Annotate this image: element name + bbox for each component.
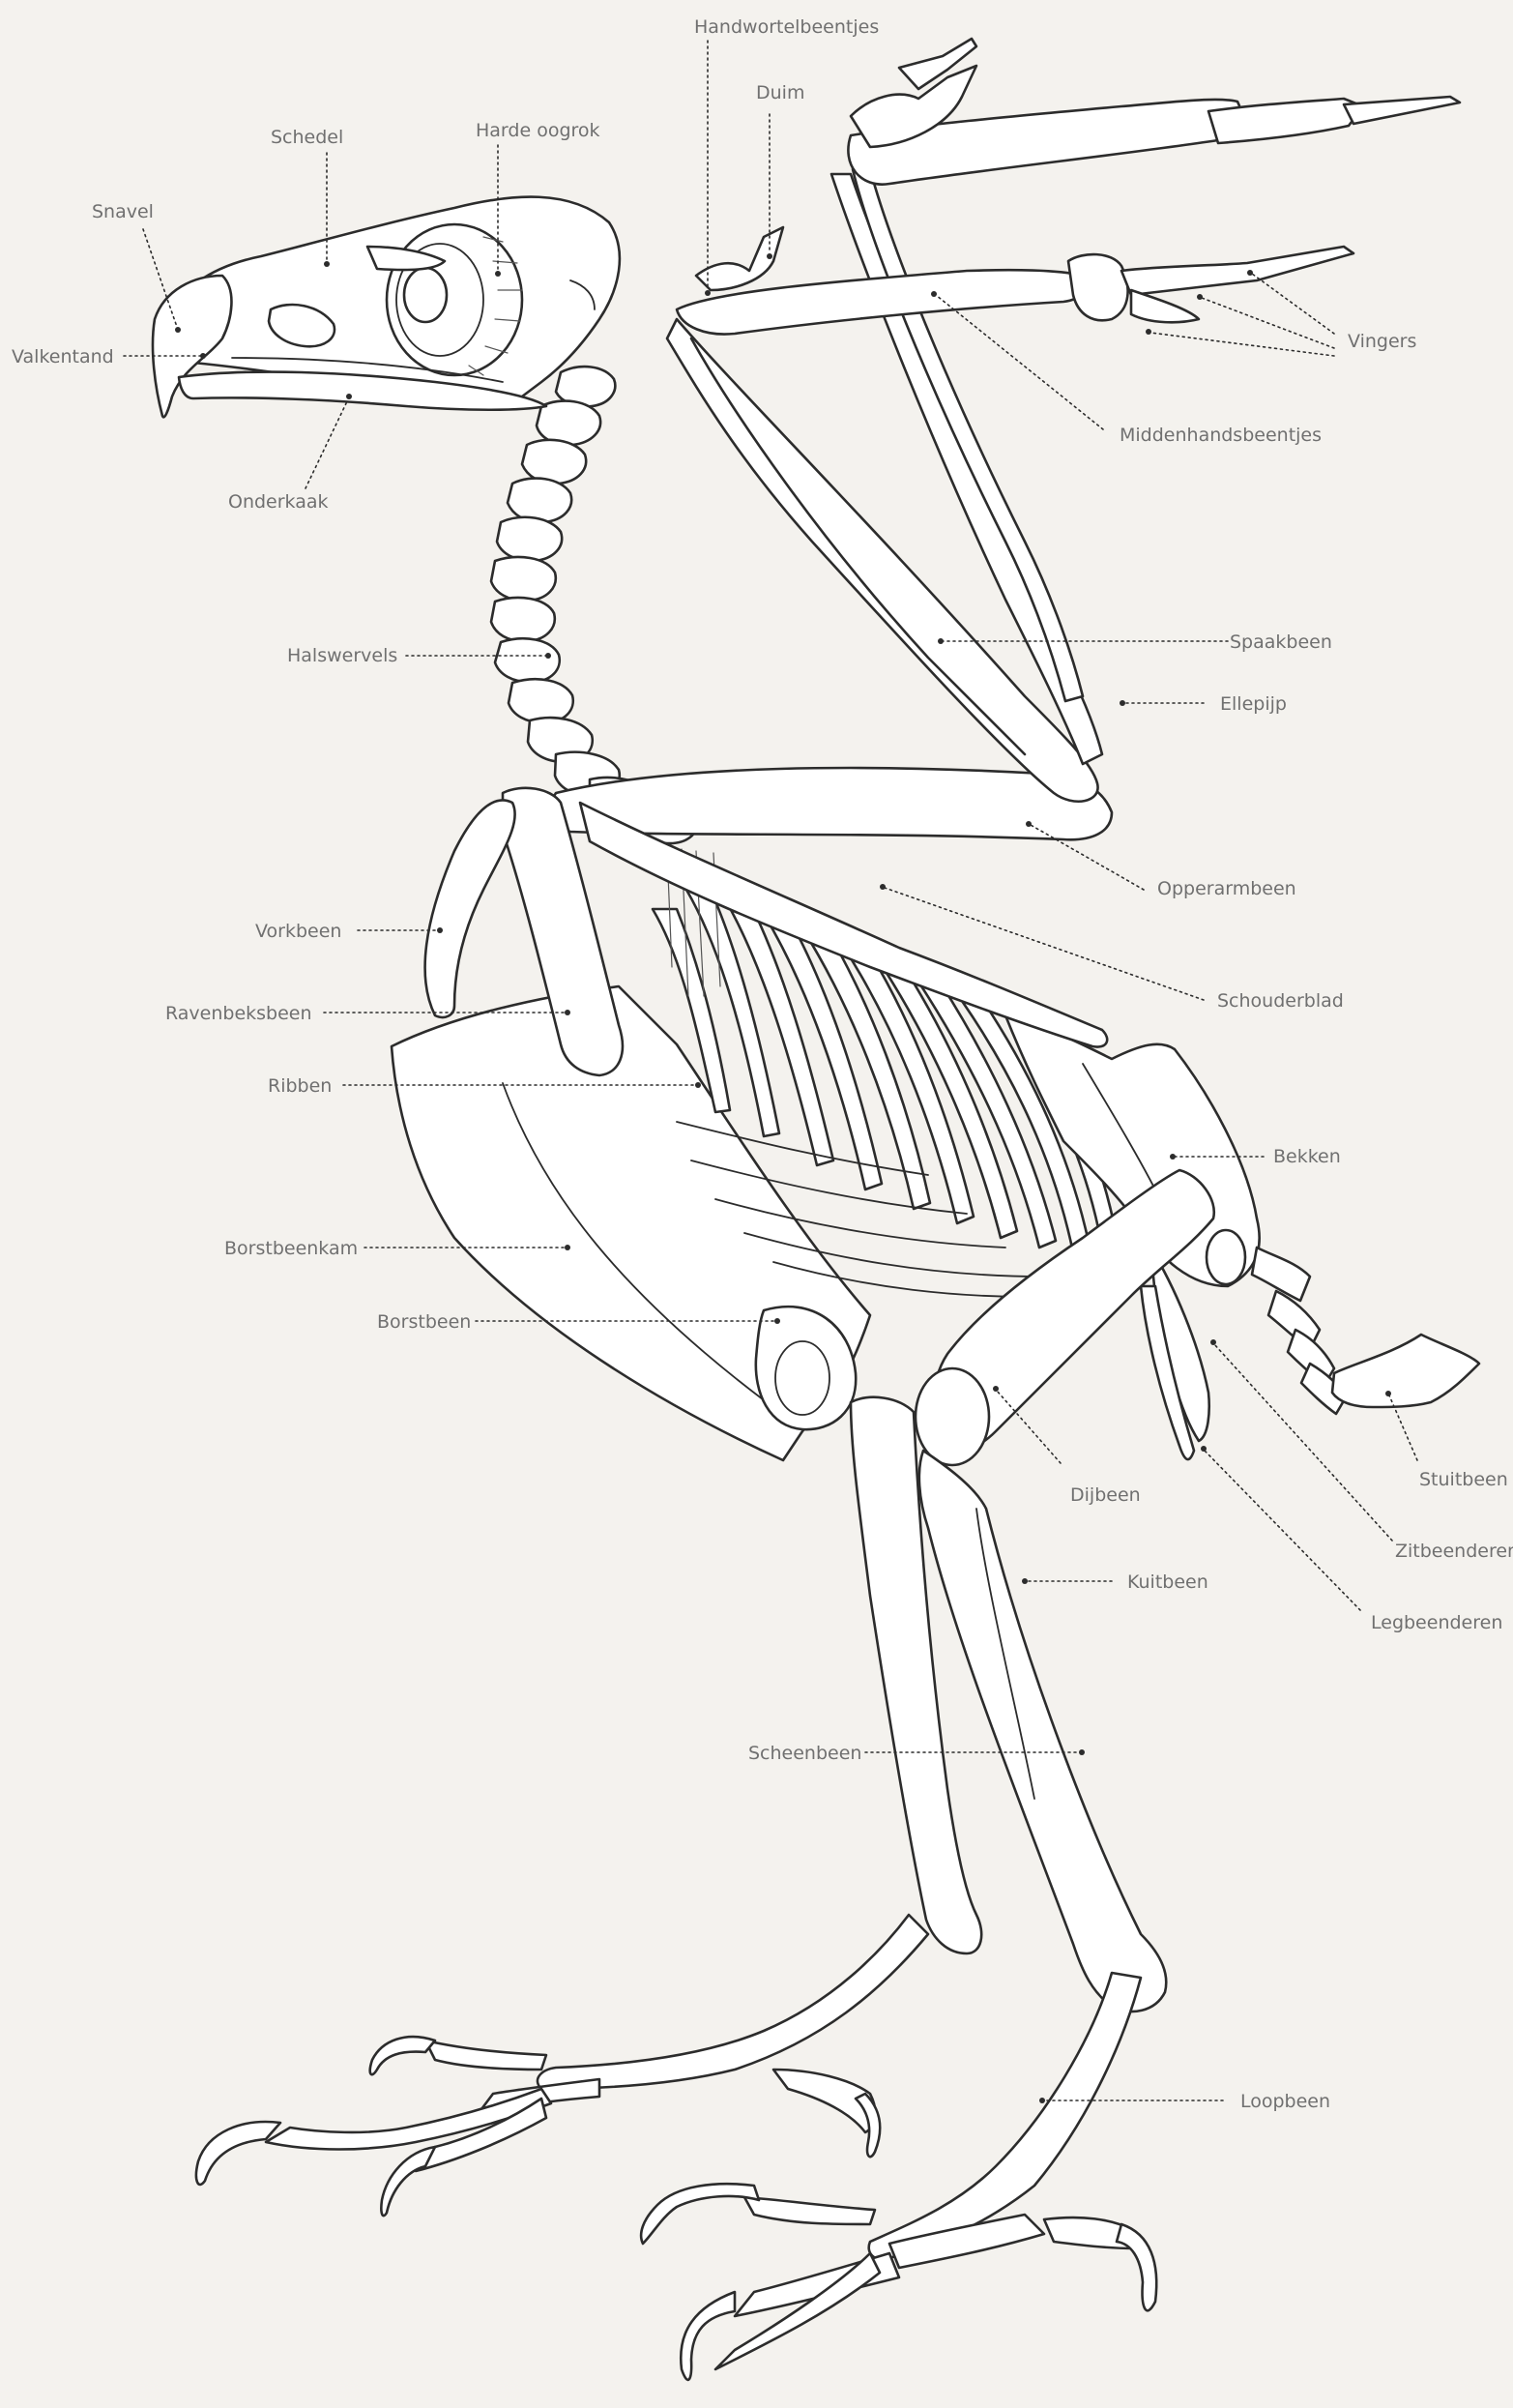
label-borstbeen: Borstbeen — [377, 1311, 471, 1333]
label-ribben: Ribben — [268, 1075, 332, 1097]
label-vingers: Vingers — [1348, 331, 1416, 352]
tail-vertebrae — [1252, 1248, 1479, 1414]
label-snavel: Snavel — [92, 201, 154, 222]
label-stuitbeen: Stuitbeen — [1419, 1469, 1508, 1490]
skull — [153, 197, 620, 418]
label-legbeenderen: Legbeenderen — [1371, 1612, 1502, 1633]
skeleton-drawing — [153, 39, 1479, 2380]
label-dijbeen: Dijbeen — [1070, 1484, 1141, 1506]
label-ravenbeksbeen: Ravenbeksbeen — [165, 1003, 312, 1024]
label-opperarmbeen: Opperarmbeen — [1157, 878, 1296, 899]
label-harde-oogrok: Harde oogrok — [476, 120, 600, 141]
neck-vertebrae — [491, 367, 697, 843]
label-spaakbeen: Spaakbeen — [1230, 631, 1332, 653]
label-zitbeenderen: Zitbeenderen — [1395, 1541, 1513, 1562]
label-handwortelbeentjes: Handwortelbeentjes — [694, 16, 879, 38]
label-bekken: Bekken — [1273, 1146, 1341, 1167]
feet — [196, 2037, 1156, 2380]
label-onderkaak: Onderkaak — [228, 491, 329, 513]
label-scheenbeen: Scheenbeen — [748, 1743, 861, 1764]
label-schedel: Schedel — [271, 127, 343, 148]
label-kuitbeen: Kuitbeen — [1127, 1571, 1208, 1593]
wing — [551, 39, 1460, 839]
label-valkentand: Valkentand — [12, 346, 114, 367]
label-duim: Duim — [756, 82, 804, 103]
label-vorkbeen: Vorkbeen — [255, 921, 341, 942]
label-ellepijp: Ellepijp — [1220, 693, 1287, 715]
label-loopbeen: Loopbeen — [1240, 2091, 1330, 2112]
label-borstbeenkam: Borstbeenkam — [224, 1238, 358, 1259]
label-halswervels: Halswervels — [287, 645, 397, 666]
label-schouderblad: Schouderblad — [1217, 990, 1344, 1012]
label-middenhandsbeentjes: Middenhandsbeentjes — [1120, 425, 1322, 446]
